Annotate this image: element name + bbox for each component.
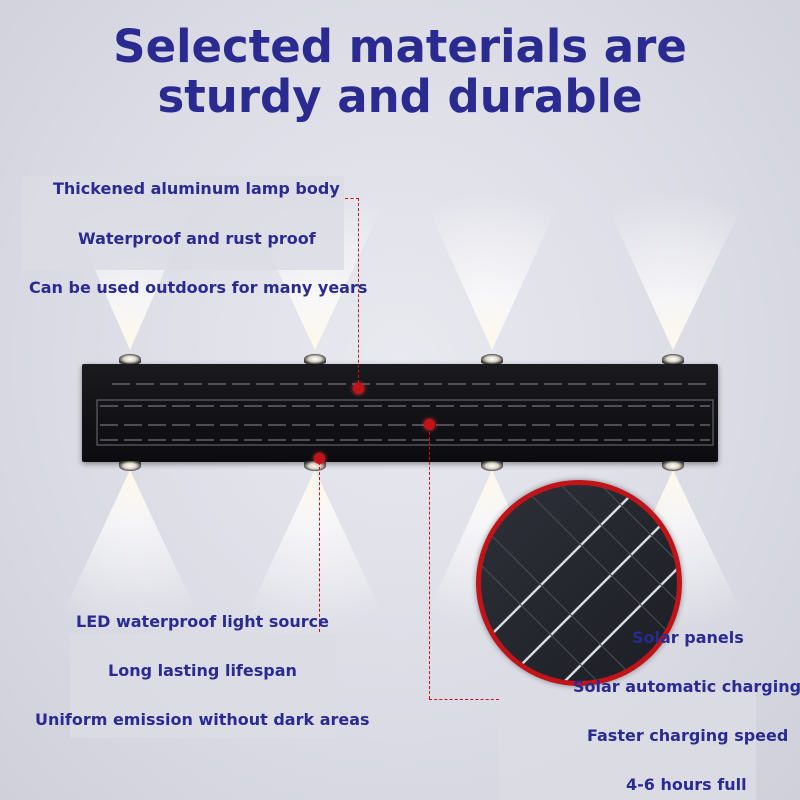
led-cap-top-4	[662, 354, 684, 364]
beam-down-1	[55, 470, 205, 630]
led-cap-bottom-3	[481, 461, 503, 471]
solar-cells	[481, 485, 677, 681]
feature-lifespan: Long lasting lifespan	[108, 661, 297, 680]
callout-dot-body	[353, 383, 364, 394]
callout-dot-led	[314, 453, 325, 464]
feature-full-charge-time: 4-6 hours full	[626, 775, 747, 794]
led-cap-bottom-4	[662, 461, 684, 471]
feature-waterproof: Waterproof and rust proof	[78, 229, 316, 248]
callout-dot-solar	[424, 419, 435, 430]
label-backdrop-top	[22, 176, 344, 270]
solar-panel-zoom	[476, 480, 682, 686]
feature-auto-charging: Solar automatic charging	[573, 677, 800, 696]
callout-line-top-h	[345, 198, 359, 199]
feature-led-source: LED waterproof light source	[76, 612, 329, 631]
feature-aluminum-body: Thickened aluminum lamp body	[53, 179, 340, 198]
lamp-body	[82, 364, 718, 462]
feature-outdoor-years: Can be used outdoors for many years	[29, 278, 368, 297]
title-line-1: Selected materials are	[113, 20, 687, 73]
led-cap-bottom-1	[119, 461, 141, 471]
title-line-2: sturdy and durable	[157, 70, 643, 123]
callout-line-led-v	[319, 462, 320, 632]
led-cap-top-1	[119, 354, 141, 364]
led-cap-top-3	[481, 354, 503, 364]
label-backdrop-bottom-left	[70, 634, 336, 738]
page-title: Selected materials are sturdy and durabl…	[0, 22, 800, 122]
led-cap-top-2	[304, 354, 326, 364]
callout-line-top-v	[358, 198, 359, 388]
callout-line-solar-v	[429, 427, 430, 699]
beam-up-4	[600, 190, 750, 350]
feature-uniform-emission: Uniform emission without dark areas	[35, 710, 370, 729]
label-backdrop-bottom-right	[498, 690, 756, 800]
feature-solar-panels: Solar panels	[632, 628, 744, 647]
beam-up-3	[420, 190, 565, 350]
beam-down-2	[240, 470, 390, 630]
callout-line-solar-h	[429, 699, 499, 700]
feature-fast-charging: Faster charging speed	[587, 726, 789, 745]
